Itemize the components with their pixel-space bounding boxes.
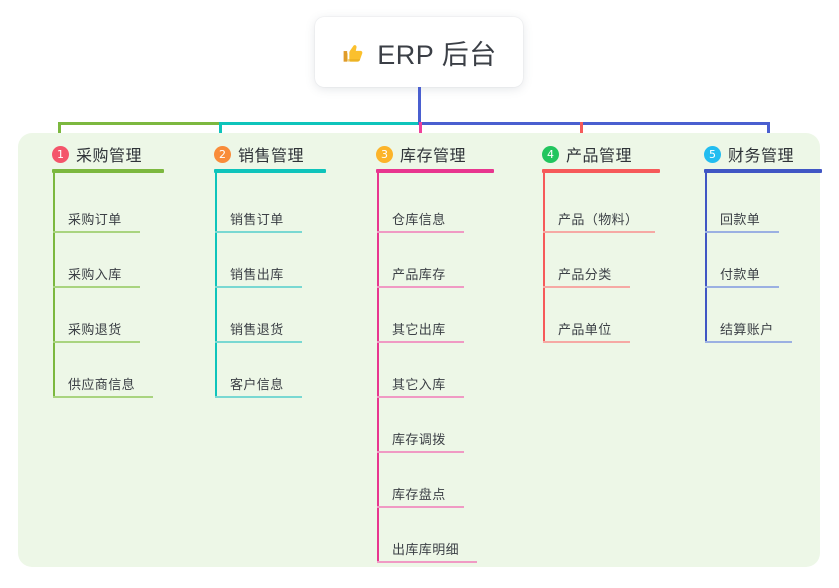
module-item-label[interactable]: 其它出库 [392,322,446,337]
module-item-label[interactable]: 出库库明细 [392,542,460,557]
module-item-label[interactable]: 销售订单 [230,212,284,227]
module-index-badge: 1 [52,145,69,163]
module-item-rule [53,341,140,343]
module-item-rule [377,231,464,233]
module-item-rule [543,286,630,288]
module-spine-line [705,173,707,343]
module-item-rule [53,396,153,398]
module-item-label[interactable]: 采购订单 [68,212,122,227]
module-item-label[interactable]: 仓库信息 [392,212,446,227]
module-item-rule [543,341,630,343]
module-item-rule [705,286,779,288]
module-item-label[interactable]: 产品（物料） [558,212,639,227]
module-index-badge: 2 [214,145,231,163]
module-header-rule [542,169,660,173]
module-header[interactable]: 4 产品管理 [542,142,632,166]
module-header[interactable]: 2 销售管理 [214,142,304,166]
root-node-erp-backend[interactable]: ERP 后台 [315,17,523,87]
module-item-label[interactable]: 回款单 [720,212,761,227]
root-stem-line [418,87,421,124]
module-spine-line [543,173,545,343]
module-spine-line [53,173,55,398]
thumbs-up-icon [341,40,366,65]
module-item-label[interactable]: 库存调拨 [392,432,446,447]
module-header[interactable]: 3 库存管理 [376,142,466,166]
module-item-rule [705,231,779,233]
module-header-rule [704,169,822,173]
root-node-title: ERP 后台 [377,39,497,70]
module-item-label[interactable]: 采购入库 [68,267,122,282]
module-header-rule [52,169,164,173]
module-item-label[interactable]: 销售出库 [230,267,284,282]
module-header[interactable]: 1 采购管理 [52,142,142,166]
module-title: 销售管理 [238,148,305,165]
module-item-label[interactable]: 结算账户 [720,322,774,337]
connector-bar-segment-3 [418,122,770,125]
module-item-rule [215,231,302,233]
connector-bar-segment-2 [220,122,420,125]
connector-network [0,0,839,146]
module-header-rule [376,169,494,173]
module-index-badge: 4 [542,145,559,163]
module-spine-line [377,173,379,563]
module-title: 库存管理 [400,148,467,165]
module-item-rule [377,561,477,563]
module-item-rule [53,231,140,233]
module-header[interactable]: 5 财务管理 [704,142,794,166]
module-title: 采购管理 [76,148,143,165]
module-item-rule [377,341,464,343]
module-item-label[interactable]: 采购退货 [68,322,122,337]
module-title: 财务管理 [728,148,795,165]
module-item-label[interactable]: 库存盘点 [392,487,446,502]
module-item-rule [377,286,464,288]
module-header-rule [214,169,326,173]
module-index-badge: 5 [704,145,721,163]
module-item-rule [215,341,302,343]
module-item-rule [377,396,464,398]
module-spine-line [215,173,217,398]
module-item-label[interactable]: 销售退货 [230,322,284,337]
module-item-label[interactable]: 其它入库 [392,377,446,392]
module-item-label[interactable]: 客户信息 [230,377,284,392]
module-item-rule [377,506,464,508]
module-item-label[interactable]: 产品分类 [558,267,612,282]
connector-bar-segment-1 [58,122,220,125]
root-node-content: ERP 后台 [341,33,497,72]
module-item-label[interactable]: 付款单 [720,267,761,282]
module-item-rule [543,231,655,233]
module-index-badge: 3 [376,145,393,163]
modules-panel: 1 采购管理采购订单采购入库采购退货供应商信息 2 销售管理销售订单销售出库销售退货客… [18,133,822,567]
module-item-rule [53,286,140,288]
module-item-rule [215,396,302,398]
module-item-rule [705,341,792,343]
module-item-rule [377,451,464,453]
module-item-label[interactable]: 产品库存 [392,267,446,282]
module-item-label[interactable]: 供应商信息 [68,377,136,392]
module-title: 产品管理 [566,148,633,165]
module-item-rule [215,286,302,288]
module-item-label[interactable]: 产品单位 [558,322,612,337]
